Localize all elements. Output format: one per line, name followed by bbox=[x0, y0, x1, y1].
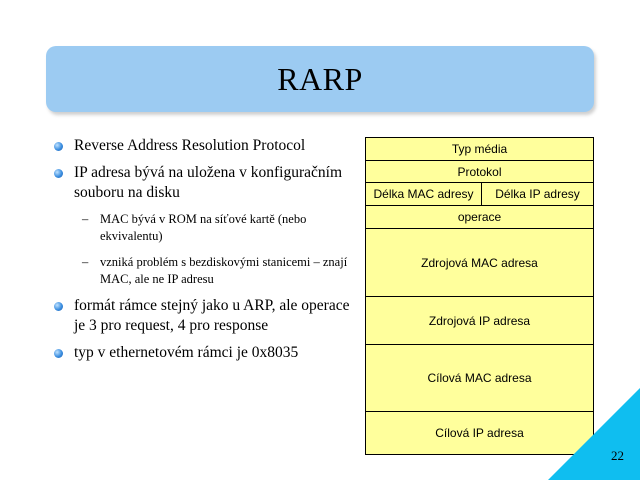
sub-bullet-item: – vzniká problém s bezdiskovými stanicem… bbox=[52, 254, 352, 288]
packet-row-target-mac: Cílová MAC adresa bbox=[366, 345, 593, 412]
bullet-item: formát rámce stejný jako u ARP, ale oper… bbox=[52, 296, 352, 336]
sub-bullet-text: MAC bývá v ROM na síťové kartě (nebo ekv… bbox=[100, 212, 307, 243]
rarp-packet-diagram: Typ média Protokol Délka MAC adresy Délk… bbox=[365, 137, 594, 455]
packet-row-typ-media: Typ média bbox=[366, 138, 593, 161]
bullet-icon bbox=[54, 169, 63, 178]
bullet-item: typ v ethernetovém rámci je 0x8035 bbox=[52, 343, 352, 363]
bullet-icon bbox=[54, 349, 63, 358]
bullet-text: typ v ethernetovém rámci je 0x8035 bbox=[74, 344, 299, 361]
packet-cell-mac-length: Délka MAC adresy bbox=[366, 183, 482, 205]
sub-bullet-item: – MAC bývá v ROM na síťové kartě (nebo e… bbox=[52, 211, 352, 245]
sub-bullet-text: vzniká problém s bezdiskovými stanicemi … bbox=[100, 255, 348, 286]
packet-label: Délka MAC adresy bbox=[373, 187, 474, 201]
title-box: RARP bbox=[46, 46, 594, 112]
packet-label: Cílová MAC adresa bbox=[427, 371, 532, 385]
slide-title: RARP bbox=[277, 60, 363, 97]
packet-label: operace bbox=[457, 210, 502, 224]
packet-label: Délka IP adresy bbox=[495, 187, 580, 201]
packet-label: Typ média bbox=[451, 142, 508, 156]
bullet-item: IP adresa bývá na uložena v konfigurační… bbox=[52, 163, 352, 203]
page-number: 22 bbox=[611, 448, 624, 463]
bullet-text: formát rámce stejný jako u ARP, ale oper… bbox=[74, 297, 350, 334]
bullet-icon bbox=[54, 302, 63, 311]
packet-label: Zdrojová IP adresa bbox=[428, 313, 531, 328]
dash-icon: – bbox=[82, 255, 89, 269]
packet-row-source-ip: Zdrojová IP adresa bbox=[366, 297, 593, 345]
packet-row-operace: operace bbox=[366, 206, 593, 229]
packet-label: Zdrojová MAC adresa bbox=[421, 255, 538, 270]
packet-row-protokol: Protokol bbox=[366, 161, 593, 183]
bullet-icon bbox=[54, 142, 63, 151]
packet-row-target-ip: Cílová IP adresa bbox=[366, 412, 593, 454]
packet-label: Protokol bbox=[457, 164, 502, 179]
bullet-list: Reverse Address Resolution Protocol IP a… bbox=[52, 136, 352, 363]
packet-row-source-mac: Zdrojová MAC adresa bbox=[366, 229, 593, 297]
packet-label: Cílová IP adresa bbox=[435, 426, 524, 440]
dash-icon: – bbox=[82, 212, 89, 226]
bullet-item: Reverse Address Resolution Protocol bbox=[52, 136, 352, 156]
corner-decoration bbox=[548, 388, 640, 480]
packet-cell-ip-length: Délka IP adresy bbox=[482, 183, 593, 205]
packet-row-lengths: Délka MAC adresy Délka IP adresy bbox=[366, 183, 593, 206]
bullet-text: IP adresa bývá na uložena v konfigurační… bbox=[74, 164, 342, 201]
bullet-text: Reverse Address Resolution Protocol bbox=[74, 137, 306, 154]
